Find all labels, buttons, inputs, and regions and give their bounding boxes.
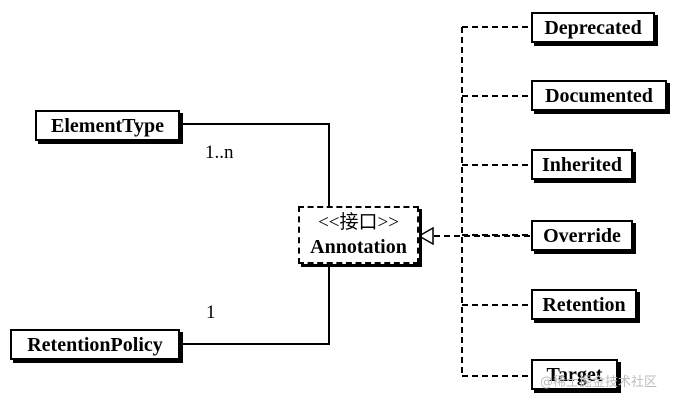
class-retention-label: Retention bbox=[542, 293, 626, 316]
association-line-retentionpolicy bbox=[180, 265, 330, 345]
multiplicity-elementtype: 1..n bbox=[205, 142, 234, 163]
multiplicity-retentionpolicy: 1 bbox=[206, 302, 216, 323]
interface-annotation: <<接口>> Annotation bbox=[298, 206, 419, 264]
class-documented-label: Documented bbox=[545, 84, 653, 107]
realization-arrowhead bbox=[417, 226, 434, 246]
class-deprecated: Deprecated bbox=[531, 12, 655, 43]
class-deprecated-label: Deprecated bbox=[544, 16, 642, 39]
association-line-elementtype bbox=[180, 123, 330, 206]
class-retentionpolicy-label: RetentionPolicy bbox=[27, 333, 163, 356]
class-elementtype-label: ElementType bbox=[51, 114, 164, 137]
class-override-label: Override bbox=[543, 224, 621, 247]
class-retentionpolicy: RetentionPolicy bbox=[10, 329, 180, 360]
class-documented: Documented bbox=[531, 80, 667, 111]
class-target: Target bbox=[531, 359, 618, 390]
class-retention: Retention bbox=[531, 289, 637, 320]
class-elementtype: ElementType bbox=[35, 110, 180, 141]
watermark-text: @稀土掘金技术社区 bbox=[540, 375, 658, 390]
class-inherited: Inherited bbox=[531, 149, 633, 180]
interface-name: Annotation bbox=[310, 236, 407, 258]
class-target-label: Target bbox=[546, 363, 603, 386]
interface-stereotype: <<接口>> bbox=[318, 212, 399, 233]
class-inherited-label: Inherited bbox=[542, 153, 622, 176]
class-override: Override bbox=[531, 220, 633, 251]
